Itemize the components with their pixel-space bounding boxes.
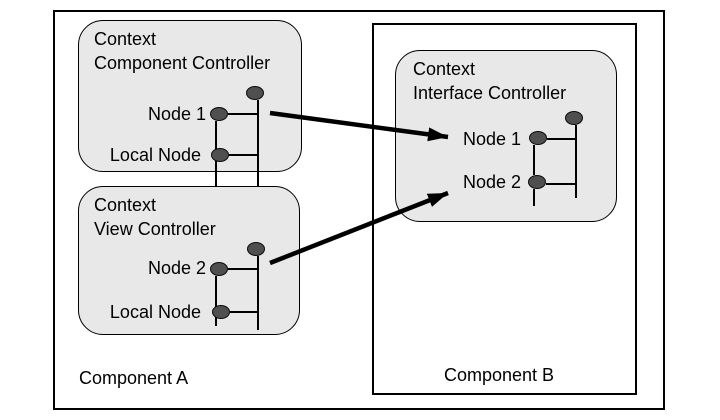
context-title: Context View Controller bbox=[94, 193, 216, 241]
context-title: Context Interface Controller bbox=[413, 57, 566, 105]
context-root-dot bbox=[247, 242, 265, 256]
tree-node-connector-line bbox=[215, 276, 217, 326]
node-label: Node 2 bbox=[462, 172, 521, 192]
node-label: Node 2 bbox=[147, 258, 206, 278]
component-a-label: Component A bbox=[79, 368, 189, 388]
node-label: Node 1 bbox=[462, 129, 521, 149]
context-title-line2: Interface Controller bbox=[413, 83, 567, 103]
node-label: Local Node bbox=[109, 145, 201, 165]
node-dot bbox=[210, 262, 228, 276]
node-dot bbox=[212, 305, 230, 319]
tree-node-connector-line bbox=[533, 189, 535, 206]
node-label: Local Node bbox=[109, 302, 201, 322]
context-box-interface-controller: Context Interface Controller Node 1 Node… bbox=[395, 50, 617, 222]
tree-branch-line bbox=[230, 311, 259, 313]
tree-trunk-line bbox=[257, 100, 259, 190]
node-dot bbox=[529, 131, 547, 145]
tree-branch-line bbox=[228, 268, 259, 270]
tree-branch-line bbox=[229, 154, 259, 156]
context-box-component-controller: Context Component Controller Node 1 Loca… bbox=[78, 20, 302, 190]
node-dot bbox=[210, 107, 228, 121]
tree-trunk-line bbox=[575, 125, 577, 198]
context-title-line1: Context bbox=[94, 195, 157, 215]
context-root-dot bbox=[246, 86, 264, 100]
context-root-dot bbox=[565, 111, 583, 125]
context-title-line1: Context bbox=[413, 59, 476, 79]
context-title-line1: Context bbox=[94, 29, 157, 49]
node-dot bbox=[211, 148, 229, 162]
context-title-line2: Component Controller bbox=[94, 53, 271, 73]
tree-trunk-line bbox=[257, 256, 259, 330]
context-title: Context Component Controller bbox=[94, 27, 270, 75]
context-title-line2: View Controller bbox=[94, 219, 216, 239]
tree-branch-line bbox=[547, 138, 577, 140]
tree-node-connector-line bbox=[533, 145, 535, 175]
node-dot bbox=[528, 175, 546, 189]
tree-branch-line bbox=[228, 113, 259, 115]
tree-branch-line bbox=[546, 183, 577, 185]
context-box-view-controller: Context View Controller Node 2 Local Nod… bbox=[78, 186, 300, 335]
component-b-label: Component B bbox=[444, 365, 555, 385]
node-label: Node 1 bbox=[147, 104, 206, 124]
